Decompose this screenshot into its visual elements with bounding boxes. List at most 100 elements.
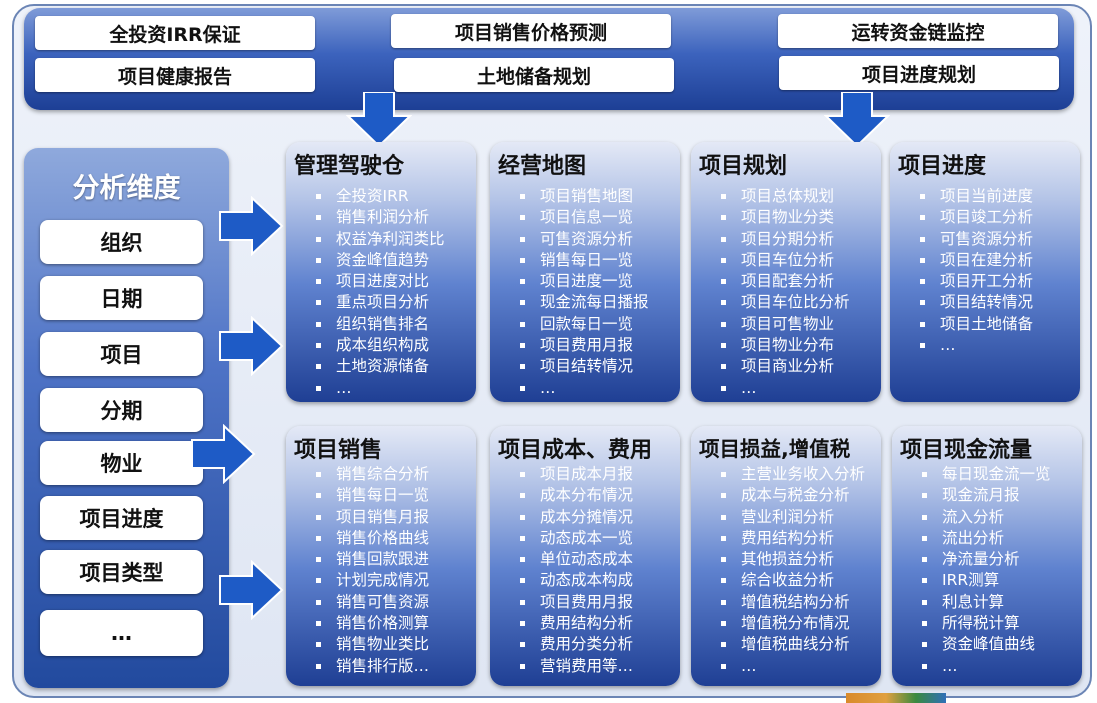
card-title: 项目成本、费用	[498, 438, 653, 463]
card-item: 增值税结构分析	[719, 592, 865, 613]
card-item: 销售综合分析	[314, 464, 429, 485]
card-item: 项目信息一览	[518, 207, 649, 228]
card-item: 销售每日一览	[314, 485, 429, 506]
card-item: 综合收益分析	[719, 570, 865, 591]
card-item: 全投资IRR	[314, 186, 445, 207]
dimension-project: 项目	[40, 332, 203, 376]
card-item-list: 项目销售地图 项目信息一览 可售资源分析 销售每日一览 项目进度一览 现金流每日…	[518, 186, 649, 399]
card-item: 项目分期分析	[719, 229, 850, 250]
card-item: 项目销售地图	[518, 186, 649, 207]
card-item: 所得税计算	[920, 613, 1051, 634]
card-item: 项目销售月报	[314, 507, 429, 528]
down-arrow-icon	[346, 92, 412, 148]
card-item: 资金峰值曲线	[920, 634, 1051, 655]
right-arrow-icon	[219, 560, 284, 620]
logo-fragment	[846, 693, 946, 703]
card-title: 项目规划	[699, 154, 788, 179]
card-item: 现金流月报	[920, 485, 1051, 506]
card-item-list: 项目成本月报 成本分布情况 成本分摊情况 动态成本一览 单位动态成本 动态成本构…	[518, 464, 633, 677]
card-item: 项目车位分析	[719, 250, 850, 271]
card-item: 费用结构分析	[719, 528, 865, 549]
card-item-list: 主营业务收入分析 成本与税金分析 营业利润分析 费用结构分析 其他损益分析 综合…	[719, 464, 865, 677]
card-item: 项目在建分析	[918, 250, 1033, 271]
card-item: 销售每日一览	[518, 250, 649, 271]
dimension-more: …	[40, 610, 203, 656]
card-item: 资金峰值趋势	[314, 250, 445, 271]
dimension-organization: 组织	[40, 220, 203, 264]
card-item: 利息计算	[920, 592, 1051, 613]
card-item: 项目土地储备	[918, 314, 1033, 335]
card-item: …	[719, 656, 865, 677]
card-item: 每日现金流一览	[920, 464, 1051, 485]
card-item: 现金流每日播报	[518, 292, 649, 313]
card-item: 项目总体规划	[719, 186, 850, 207]
card-item: 项目商业分析	[719, 356, 850, 377]
card-business-map: 经营地图 项目销售地图 项目信息一览 可售资源分析 销售每日一览 项目进度一览 …	[490, 142, 680, 402]
card-item: …	[719, 378, 850, 399]
card-item: IRR测算	[920, 570, 1051, 591]
card-title: 项目损益,增值税	[699, 437, 851, 461]
card-item: 权益净利润类比	[314, 229, 445, 250]
dimension-project-progress: 项目进度	[40, 496, 203, 540]
card-item: 销售价格曲线	[314, 528, 429, 549]
card-project-sales: 项目销售 销售综合分析 销售每日一览 项目销售月报 销售价格曲线 销售回款跟进 …	[286, 426, 476, 686]
card-item: 增值税分布情况	[719, 613, 865, 634]
card-item: 成本组织构成	[314, 335, 445, 356]
card-item: 主营业务收入分析	[719, 464, 865, 485]
card-item: 项目配套分析	[719, 271, 850, 292]
card-management-cockpit: 管理驾驶仓 全投资IRR 销售利润分析 权益净利润类比 资金峰值趋势 项目进度对…	[286, 142, 476, 402]
card-item: 营销费用等…	[518, 656, 633, 677]
card-item: 单位动态成本	[518, 549, 633, 570]
card-item: 动态成本一览	[518, 528, 633, 549]
card-profit-vat: 项目损益,增值税 主营业务收入分析 成本与税金分析 营业利润分析 费用结构分析 …	[691, 426, 881, 686]
card-item: 项目竣工分析	[918, 207, 1033, 228]
card-item: 项目进度对比	[314, 271, 445, 292]
top-item-capital-chain: 运转资金链监控	[778, 14, 1058, 48]
card-item: 重点项目分析	[314, 292, 445, 313]
card-item: 计划完成情况	[314, 570, 429, 591]
card-item: 可售资源分析	[518, 229, 649, 250]
card-item: …	[920, 656, 1051, 677]
card-item: 项目车位比分析	[719, 292, 850, 313]
card-title: 项目现金流量	[900, 438, 1033, 463]
card-item: …	[918, 335, 1033, 356]
right-arrow-icon	[191, 424, 256, 484]
card-item: 销售利润分析	[314, 207, 445, 228]
card-item: 可售资源分析	[918, 229, 1033, 250]
card-item: 项目物业分类	[719, 207, 850, 228]
dimension-property: 物业	[40, 441, 203, 485]
card-item: 增值税曲线分析	[719, 634, 865, 655]
card-project-cost: 项目成本、费用 项目成本月报 成本分布情况 成本分摊情况 动态成本一览 单位动态…	[490, 426, 680, 686]
card-item: 回款每日一览	[518, 314, 649, 335]
card-item: 土地资源储备	[314, 356, 445, 377]
card-project-progress: 项目进度 项目当前进度 项目竣工分析 可售资源分析 项目在建分析 项目开工分析 …	[890, 142, 1080, 402]
card-title: 项目进度	[898, 154, 987, 179]
card-item: 成本与税金分析	[719, 485, 865, 506]
card-item: 项目费用月报	[518, 335, 649, 356]
top-item-schedule-plan: 项目进度规划	[779, 56, 1059, 90]
card-item-list: 每日现金流一览 现金流月报 流入分析 流出分析 净流量分析 IRR测算 利息计算…	[920, 464, 1051, 677]
card-item: 项目费用月报	[518, 592, 633, 613]
right-arrow-icon	[219, 316, 284, 376]
card-cash-flow: 项目现金流量 每日现金流一览 现金流月报 流入分析 流出分析 净流量分析 IRR…	[892, 426, 1082, 686]
card-item: 流入分析	[920, 507, 1051, 528]
card-item: 营业利润分析	[719, 507, 865, 528]
card-item: 销售排行版…	[314, 656, 429, 677]
card-item-list: 全投资IRR 销售利润分析 权益净利润类比 资金峰值趋势 项目进度对比 重点项目…	[314, 186, 445, 399]
card-item: 净流量分析	[920, 549, 1051, 570]
dimension-title: 分析维度	[72, 173, 181, 204]
card-item: 项目成本月报	[518, 464, 633, 485]
right-arrow-icon	[219, 196, 284, 256]
card-item: 销售价格测算	[314, 613, 429, 634]
card-item: 动态成本构成	[518, 570, 633, 591]
card-project-planning: 项目规划 项目总体规划 项目物业分类 项目分期分析 项目车位分析 项目配套分析 …	[691, 142, 881, 402]
top-item-irr: 全投资IRR保证	[35, 16, 315, 50]
card-item: 费用分类分析	[518, 634, 633, 655]
card-item: 项目进度一览	[518, 271, 649, 292]
dimension-date: 日期	[40, 276, 203, 320]
card-item: 流出分析	[920, 528, 1051, 549]
card-item: 项目物业分布	[719, 335, 850, 356]
card-item: 项目开工分析	[918, 271, 1033, 292]
card-item: …	[314, 378, 445, 399]
card-item: 销售物业类比	[314, 634, 429, 655]
